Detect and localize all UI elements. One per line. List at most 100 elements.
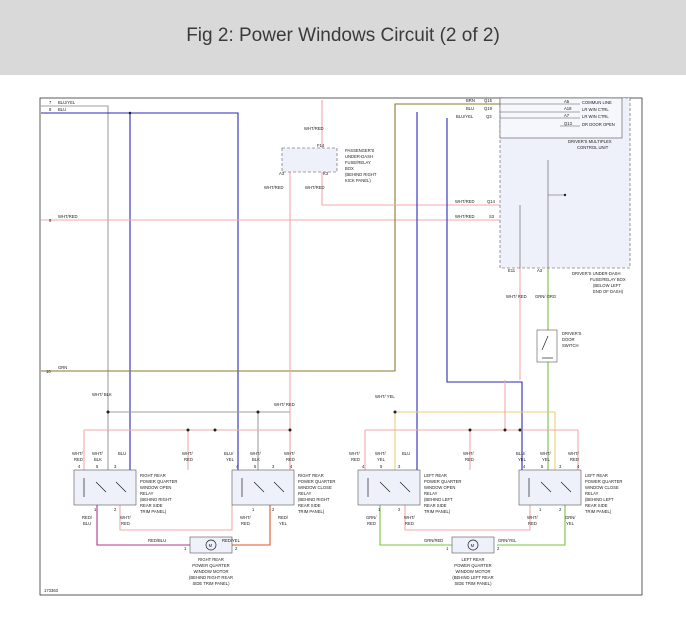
component-label: (BELOW LEFT: [593, 283, 621, 288]
splice-dot: [128, 111, 132, 115]
component-label: RELAY: [585, 491, 599, 496]
pin-label: Q3: [486, 114, 492, 119]
pin-label: 4: [577, 464, 580, 469]
wire-pb-k3: [321, 172, 520, 206]
component-label: REAR SIDE: [298, 503, 321, 508]
splice-points: [106, 111, 522, 432]
component-label: RIGHT REAR: [140, 473, 166, 478]
splice-dot: [213, 428, 217, 432]
wire-label: RED: [286, 457, 295, 462]
component-label: TRIM PANEL): [424, 509, 451, 514]
pin-label: 2: [235, 546, 238, 551]
wire-blu-left: [41, 112, 131, 470]
pin-label: S3: [489, 214, 495, 219]
component-label: BOX: [345, 166, 354, 171]
wire-label: WHT/RED: [264, 185, 284, 190]
line-label: DR DOOR OPEN: [582, 122, 615, 127]
wire-label: RED: [241, 521, 250, 526]
component-label: WINDOW MOTOR: [193, 569, 228, 574]
wire-label: WHT/RED: [304, 126, 324, 131]
line-label: LR WIN CTRL: [582, 107, 609, 112]
wire-label: GRN/: [565, 515, 576, 520]
wire-label: BLU: [466, 106, 474, 111]
relay-contact: [399, 481, 411, 493]
wire-label: BLU: [83, 521, 91, 526]
component-label: REAR SIDE: [585, 503, 608, 508]
motor-outline: [451, 536, 495, 554]
wire-label: WHT/RED: [455, 199, 475, 204]
wire-label: WHT/: [527, 515, 539, 520]
component-label: (BEHIND RIGHT: [140, 497, 172, 502]
component-label: LEFT REAR: [424, 473, 447, 478]
wire-label: WHT/: [92, 451, 104, 456]
wire-wht-yel-bus: [395, 411, 556, 470]
pin-label: A18: [564, 106, 572, 111]
component-label: CONTROL UNIT: [577, 145, 609, 150]
pin-label: 1: [446, 546, 449, 551]
component-label: REAR SIDE: [140, 503, 163, 508]
splice-dot: [106, 410, 110, 414]
pin-label: 5: [96, 464, 99, 469]
passenger-fuse-box: F14 WHT/RED A3 K3 WHT/RED WHT/RED PASSEN…: [264, 126, 377, 190]
component-label: END OF DASH): [593, 289, 624, 294]
pin-label: 4: [290, 464, 293, 469]
wire-label: RED/BLU: [148, 538, 166, 543]
motor-letter: M: [471, 543, 475, 548]
wire-label: YEL: [279, 521, 288, 526]
component-label: DOOR: [562, 337, 575, 342]
pin-label: A3: [279, 171, 285, 176]
wire-label: BLU: [118, 451, 126, 456]
component-label: POWER QUARTER: [140, 479, 177, 484]
pin-label: 5: [541, 464, 544, 469]
component-label: DRIVER'S MULTIPLEX: [568, 139, 612, 144]
wire-label: YEL: [518, 457, 527, 462]
wire-label: YEL: [542, 457, 551, 462]
pin-label: 2: [398, 507, 401, 512]
pin-label: 1: [252, 507, 255, 512]
pin-label: Q13: [564, 121, 573, 126]
motor-symbol: [467, 539, 479, 551]
pin-label: Q19: [484, 106, 493, 111]
wire-red-blu: [96, 505, 190, 546]
wire-red-yel: [232, 505, 271, 546]
wire-label: RED: [405, 521, 414, 526]
wire-label: RED: [367, 521, 376, 526]
pin-label: A5: [564, 99, 570, 104]
wire-label: WHT/ YEL: [375, 394, 395, 399]
component-label: WINDOW OPEN: [424, 485, 455, 490]
relay-outline: [231, 469, 295, 506]
component-label: FUSE/RELAY: [345, 160, 371, 165]
wire-label: BLK: [94, 457, 102, 462]
wire-label: BLU/: [516, 451, 526, 456]
wire-wht-red-r-out: [119, 505, 233, 531]
wire-label: RED: [351, 457, 360, 462]
component-label: RELAY: [424, 491, 438, 496]
component-label: TRIM PANEL): [298, 509, 325, 514]
component-label: DRIVER'S: [562, 331, 582, 336]
component-label: FUSE/RELAY BOX: [590, 277, 626, 282]
wire-label: BLK: [252, 457, 260, 462]
wire-label: RED/: [278, 515, 289, 520]
component-label: POWER QUARTER: [192, 563, 229, 568]
relay-contact: [273, 481, 285, 493]
wire-label: WHT/ RED: [506, 294, 527, 299]
pin-label: K3: [323, 171, 329, 176]
component-label: POWER QUARTER: [585, 479, 622, 484]
component-label: POWER QUARTER: [454, 563, 491, 568]
switch-contact: [541, 335, 549, 351]
motor-outline: [189, 536, 233, 554]
motor-symbol: [205, 539, 217, 551]
component-label: WINDOW CLOSE: [298, 485, 332, 490]
wire-label: BRN: [466, 98, 475, 103]
relay-contact: [379, 481, 391, 493]
pin-label: 5: [380, 464, 383, 469]
pin-label: 1: [184, 546, 187, 551]
component-label: (BEHIND RIGHT REAR: [189, 575, 233, 580]
driver-door-switch: WHT/ RED GRN/ ORG DRIVER'S DOOR SWITCH: [506, 294, 582, 363]
splice-dot: [393, 410, 397, 414]
wire-label: RED: [528, 521, 537, 526]
